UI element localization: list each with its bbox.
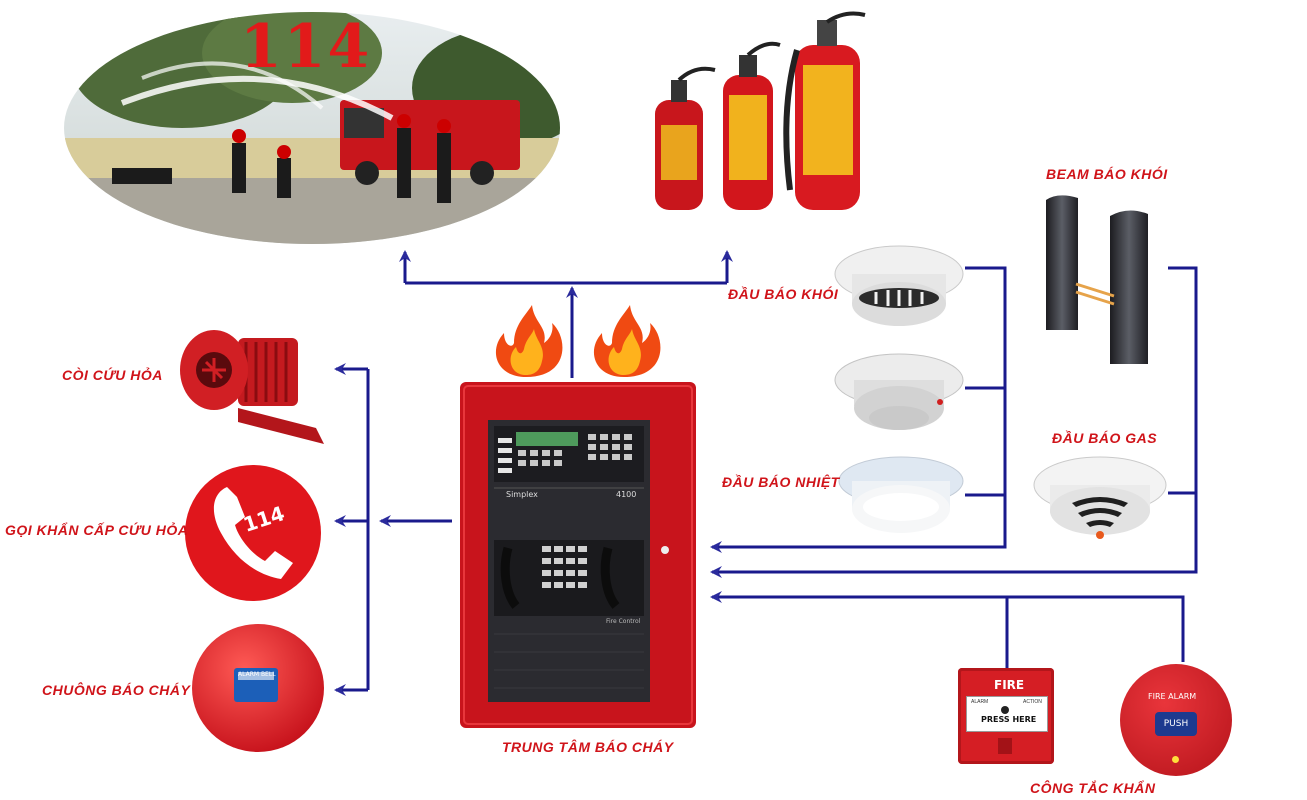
key-slot-icon	[998, 738, 1012, 754]
manual-station-action: ACTION	[1023, 699, 1042, 705]
push-button-label: PUSH	[1163, 719, 1189, 729]
wire-manual-bus	[710, 591, 1185, 662]
alarm-bell-icon	[192, 624, 324, 752]
smoke-detector-icon	[834, 245, 964, 326]
fire-extinguishers	[645, 10, 870, 215]
smoke-detector-label: ĐẦU BÁO KHÓI	[728, 286, 839, 302]
manual-station-panel: ALARM ACTION PRESS HERE	[966, 696, 1048, 732]
panel-subtitle: Fire Control	[606, 618, 641, 625]
gas-detector-label: ĐẦU BÁO GAS	[1052, 430, 1158, 446]
wire-beam-gas-bus	[710, 266, 1198, 578]
firefighters-photo: 114	[62, 8, 562, 248]
fire-alarm-push-button: FIRE ALARM PUSH	[1120, 664, 1232, 776]
led-icon	[1172, 756, 1179, 763]
emergency-call-icon	[185, 465, 321, 601]
push-button-title: FIRE ALARM	[1148, 692, 1197, 701]
flame-icon	[593, 305, 661, 377]
dot-icon	[1001, 706, 1009, 714]
fire-alarm-control-panel: Simplex 4100 Fire Control	[458, 380, 698, 730]
beam-detector-icon	[1046, 195, 1148, 364]
siren-label: CÒI CỨU HỎA	[62, 367, 163, 383]
siren-icon	[180, 330, 324, 444]
heat-detector-label: ĐẦU BÁO NHIỆT	[722, 474, 840, 490]
firefighters-illustration	[64, 12, 560, 244]
call-label: GỌI KHẨN CẤP CỨU HỎA	[5, 522, 189, 538]
manual-switch-label: CÔNG TẮC KHẨN	[1030, 780, 1156, 796]
beam-detector-label: BEAM BÁO KHÓI	[1046, 166, 1168, 182]
push-button[interactable]: PUSH	[1155, 712, 1197, 736]
extinguisher-icon	[655, 11, 866, 210]
wire-detector-bus	[710, 266, 1007, 553]
gas-detector-icon	[1033, 456, 1167, 539]
emergency-number: 114	[240, 12, 372, 82]
bell-plate: ALARM BELL	[238, 671, 276, 678]
flame-icons	[495, 305, 661, 377]
manual-station-title: FIRE	[994, 678, 1025, 692]
panel-brand: Simplex	[506, 490, 538, 499]
panel-label: TRUNG TÂM BÁO CHÁY	[502, 739, 674, 755]
control-panel-cabinet	[460, 382, 696, 728]
flame-icon	[495, 305, 563, 377]
bell-label: CHUÔNG BÁO CHÁY	[42, 682, 191, 698]
manual-call-point: FIRE ALARM ACTION PRESS HERE	[958, 668, 1054, 764]
panel-model: 4100	[616, 490, 637, 499]
smoke-detector-icon	[834, 353, 964, 430]
manual-station-alarm: ALARM	[971, 699, 989, 705]
heat-detector-icon	[838, 456, 964, 533]
manual-station-press: PRESS HERE	[981, 715, 1037, 724]
